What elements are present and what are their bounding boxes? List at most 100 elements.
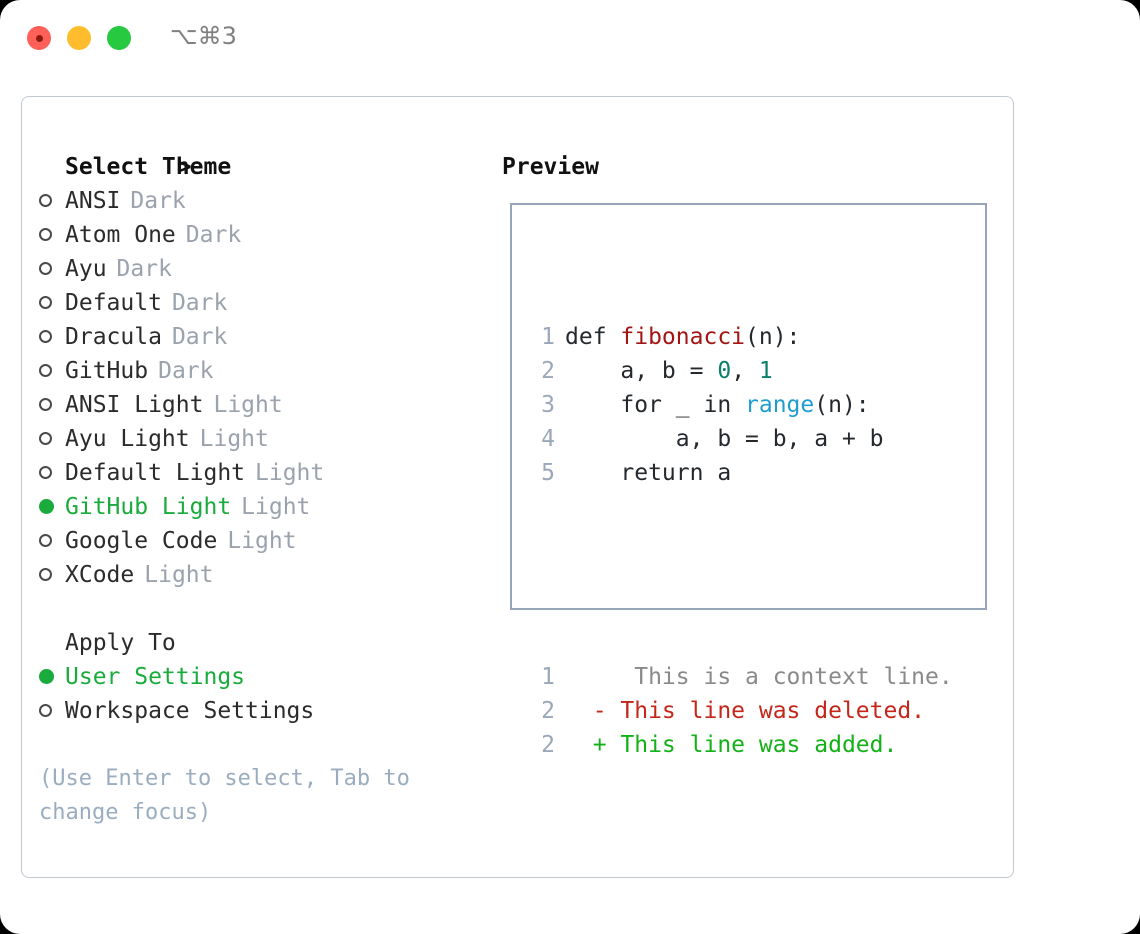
list-spacer	[39, 592, 489, 626]
theme-kind-badge: Dark	[171, 290, 228, 316]
code-token: fibonacci	[620, 324, 746, 350]
theme-kind-badge: Light	[199, 426, 269, 452]
radio-empty-icon[interactable]	[39, 422, 65, 456]
theme-name: Default	[65, 290, 162, 316]
select-theme-header: > Select Theme	[39, 150, 489, 184]
code-token: (n):	[814, 392, 870, 418]
radio-empty-icon[interactable]	[39, 456, 65, 490]
theme-name: Default Light	[65, 460, 246, 486]
apply-to-option[interactable]: User Settings	[39, 660, 489, 694]
theme-kind-badge: Light	[227, 528, 297, 554]
keyboard-shortcut-label: ⌥⌘3	[170, 22, 237, 50]
theme-kind-badge: Light	[255, 460, 325, 486]
line-number: 2	[541, 698, 555, 724]
line-number: 5	[541, 460, 555, 486]
keyboard-hint-text: (Use Enter to select, Tab to change focu…	[39, 766, 424, 825]
apply-to-label: Apply To	[65, 630, 176, 656]
minimize-window-button[interactable]	[67, 26, 91, 50]
theme-list-item[interactable]: Google Code Light	[39, 524, 489, 558]
diff-line: 2 - This line was deleted.	[533, 694, 953, 728]
radio-empty-icon[interactable]	[39, 354, 65, 388]
theme-name: XCode	[65, 562, 135, 588]
code-line: 2 a, b = 0, 1	[533, 354, 953, 388]
theme-name: ANSI Light	[65, 392, 204, 418]
radio-selected-icon[interactable]	[39, 490, 65, 524]
apply-to-option-label: Workspace Settings	[65, 698, 315, 724]
theme-list-item[interactable]: ANSI Dark	[39, 184, 489, 218]
radio-empty-icon[interactable]	[39, 252, 65, 286]
code-line: 5 return a	[533, 456, 953, 490]
line-number: 2	[541, 732, 555, 758]
preview-title: Preview	[502, 154, 599, 180]
radio-empty-icon[interactable]	[39, 388, 65, 422]
code-token: a, b = b, a + b	[565, 426, 884, 452]
theme-list-item[interactable]: Dracula Dark	[39, 320, 489, 354]
diff-text: This is a context line.	[565, 664, 953, 690]
theme-kind-badge: Light	[241, 494, 311, 520]
diff-sample: 1 This is a context line.2 - This line w…	[533, 660, 953, 762]
radio-empty-icon[interactable]	[39, 320, 65, 354]
title-bar: ⌥⌘3	[0, 0, 1140, 78]
theme-name: Google Code	[65, 528, 218, 554]
radio-empty-icon[interactable]	[39, 286, 65, 320]
maximize-window-button[interactable]	[107, 26, 131, 50]
diff-line: 2 + This line was added.	[533, 728, 953, 762]
line-number: 4	[541, 426, 555, 452]
line-number: 3	[541, 392, 555, 418]
diff-text: + This line was added.	[565, 732, 898, 758]
code-token: 0	[717, 358, 732, 384]
theme-kind-badge: Dark	[130, 188, 186, 214]
radio-empty-icon[interactable]	[39, 694, 65, 728]
apply-to-option[interactable]: Workspace Settings	[39, 694, 489, 728]
theme-list-item[interactable]: Atom One Dark	[39, 218, 489, 252]
code-token: 1	[758, 358, 773, 384]
code-line: 4 a, b = b, a + b	[533, 422, 953, 456]
theme-name: ANSI	[65, 188, 121, 214]
theme-name: Atom One	[65, 222, 176, 248]
line-number: 1	[541, 664, 555, 690]
code-token: def	[565, 324, 621, 350]
apply-to-header: Apply To	[39, 626, 489, 660]
theme-list-item[interactable]: Default Dark	[39, 286, 489, 320]
code-token: for _ in	[565, 392, 746, 418]
radio-empty-icon[interactable]	[39, 558, 65, 592]
diff-text: - This line was deleted.	[565, 698, 926, 724]
radio-empty-icon[interactable]	[39, 218, 65, 252]
apply-to-option-label: User Settings	[65, 664, 246, 690]
code-token: range	[745, 392, 815, 418]
close-window-button[interactable]	[27, 26, 51, 50]
radio-selected-icon[interactable]	[39, 660, 65, 694]
theme-list-item[interactable]: ANSI Light Light	[39, 388, 489, 422]
theme-name: Dracula	[65, 324, 162, 350]
theme-name: GitHub	[65, 358, 149, 384]
theme-kind-badge: Light	[213, 392, 283, 418]
line-number: 2	[541, 358, 555, 384]
radio-empty-icon[interactable]	[39, 184, 65, 218]
diff-line: 1 This is a context line.	[533, 660, 953, 694]
code-token: return a	[565, 460, 732, 486]
theme-kind-badge: Dark	[185, 222, 242, 248]
caret-icon: >	[177, 154, 192, 180]
line-number: 1	[541, 324, 555, 350]
theme-list-item[interactable]: Default Light Light	[39, 456, 489, 490]
select-theme-label: Select Theme	[65, 154, 232, 180]
theme-name: Ayu	[65, 256, 107, 282]
theme-kind-badge: Dark	[171, 324, 228, 350]
radio-empty-icon[interactable]	[39, 524, 65, 558]
code-token: a, b =	[565, 358, 718, 384]
traffic-lights	[27, 26, 131, 50]
code-line: 3 for _ in range(n):	[533, 388, 953, 422]
